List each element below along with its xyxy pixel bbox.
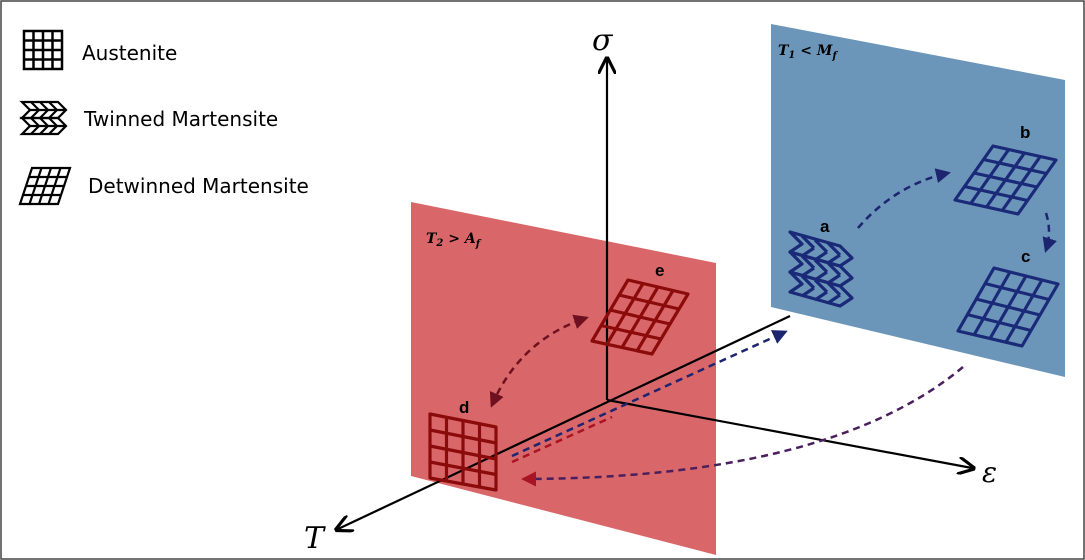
austenite-legend-icon <box>22 29 64 71</box>
legend: Austenite Twinned Martensite Detwinned M… <box>18 29 309 206</box>
point-c-detwinned-lattice <box>956 266 1060 348</box>
temperature-axis <box>338 315 791 529</box>
point-b-detwinned-lattice <box>953 144 1058 216</box>
stress-axis-label: σ <box>592 23 614 58</box>
arrow-b-to-c <box>1042 212 1057 253</box>
arrow-d-to-a-red-overlay <box>511 415 613 464</box>
strain-axis-label: ε <box>982 456 997 489</box>
arrow-a-to-b <box>857 168 951 229</box>
detwinned-martensite-legend-icon <box>18 166 72 206</box>
arrow-d-to-a-cooling <box>511 330 788 458</box>
point-d-austenite-lattice <box>428 412 498 492</box>
point-c-label: c <box>1021 247 1030 266</box>
point-b-label: b <box>1020 123 1030 142</box>
arrow-d-e-reversible <box>489 314 589 408</box>
point-d-label: d <box>459 398 469 417</box>
arrow-c-to-d-heating <box>521 366 964 487</box>
point-e-detwinned-lattice <box>590 278 690 356</box>
detwinned-martensite-legend-label: Detwinned Martensite <box>88 174 309 198</box>
austenite-legend-label: Austenite <box>82 41 177 65</box>
twinned-martensite-legend-label: Twinned Martensite <box>83 107 278 131</box>
point-a-twinned-lattice <box>788 230 854 308</box>
cold-plane-label: T1 < Mf <box>778 43 838 62</box>
point-a-label: a <box>820 217 830 236</box>
point-e-label: e <box>655 261 664 280</box>
temperature-axis-label: T <box>304 521 326 556</box>
twinned-martensite-legend-icon <box>19 100 68 136</box>
strain-axis <box>606 398 972 468</box>
hot-plane-label: T2 > Af <box>426 231 482 250</box>
